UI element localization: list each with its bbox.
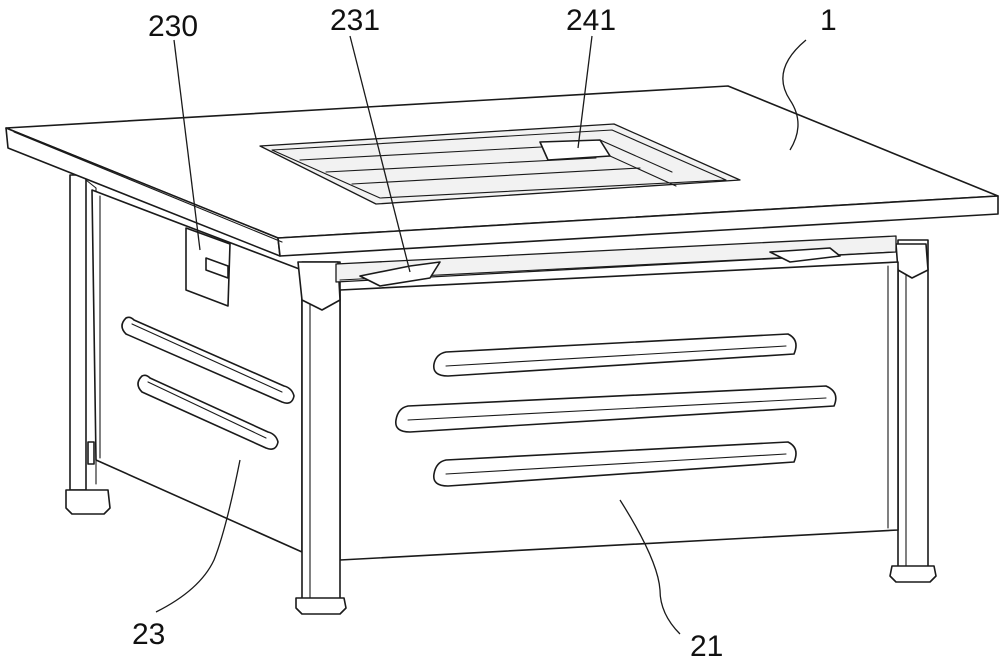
label-1: 1 xyxy=(820,4,837,37)
label-230: 230 xyxy=(148,10,198,43)
label-21: 21 xyxy=(690,630,723,663)
label-23: 23 xyxy=(132,618,165,651)
front-left-leg xyxy=(296,262,346,614)
label-241: 241 xyxy=(566,4,616,37)
label-231: 231 xyxy=(330,4,380,37)
